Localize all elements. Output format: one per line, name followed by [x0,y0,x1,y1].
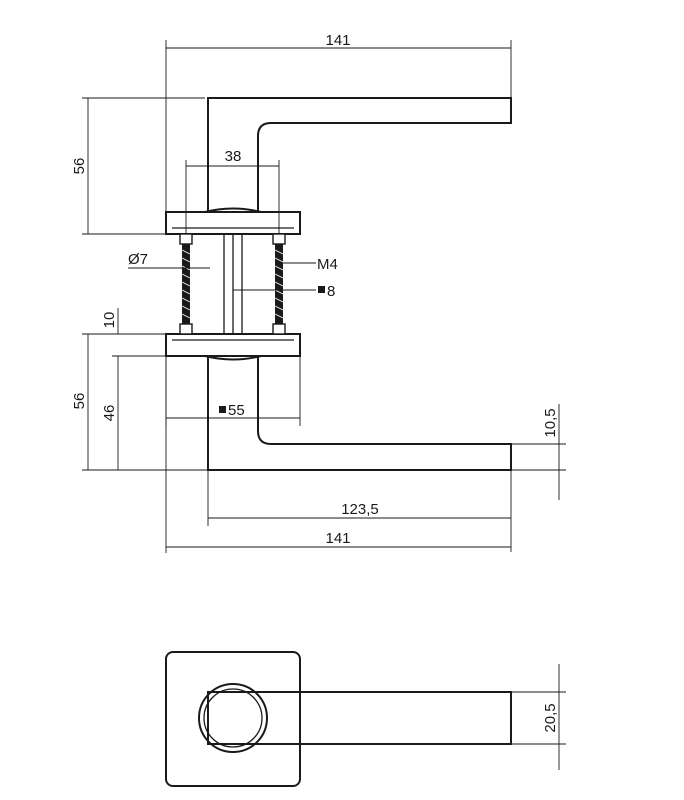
dim-10-5-label: 10,5 [542,408,559,437]
dim-bottom-141: 141 [165,356,511,553]
left-screw [179,233,193,335]
dim-10-label: 10 [101,312,118,329]
dim-38: 38 [185,148,280,234]
dim-46-label: 46 [101,405,118,422]
dim-top-141: 141 [165,32,512,212]
dim-bottom-141-label: 141 [325,530,350,547]
dim-123-5: 123,5 [207,470,512,552]
dim-38-label: 38 [225,148,242,165]
rose-collar-inner-circle [203,688,263,748]
dim-upper-56: 56 [71,97,205,235]
dim-46: 46 [101,355,166,470]
dim-square-55: 55 [165,356,301,426]
upper-rose-collar [204,207,262,213]
dim-123-5-label: 123,5 [341,501,379,518]
dim-m4: M4 [283,256,338,273]
front-lever [207,691,512,745]
dim-lower-56-label: 56 [71,393,88,410]
square-symbol-icon [219,406,226,413]
rose-collar-circle [198,683,268,753]
dim-diameter-7: Ø7 [128,251,210,269]
dim-10: 10 [101,308,119,334]
dim-square-8: 8 [233,283,335,300]
dim-top-141-label: 141 [325,32,350,49]
dim-square-8-label: 8 [327,283,335,300]
dim-m4-label: M4 [317,256,338,273]
dim-diameter-7-label: Ø7 [128,251,148,268]
dim-upper-56-label: 56 [71,158,88,175]
rose-square-plate [165,651,301,787]
dim-10-5: 10,5 [511,404,566,500]
lower-rose-collar [204,355,262,361]
dim-lower-56: 56 [71,333,208,471]
lower-rose-plate [165,333,301,357]
right-screw [272,233,286,335]
upper-lever-outline [207,97,512,212]
dim-square-55-label: 55 [228,402,245,419]
dim-20-5: 20,5 [511,664,566,770]
front-view: 20,5 [165,651,566,787]
square-symbol-icon [318,286,325,293]
lower-lever-outline [207,356,512,471]
dim-20-5-label: 20,5 [542,703,559,732]
side-view: 141 56 38 Ø7 M4 8 [71,32,566,553]
